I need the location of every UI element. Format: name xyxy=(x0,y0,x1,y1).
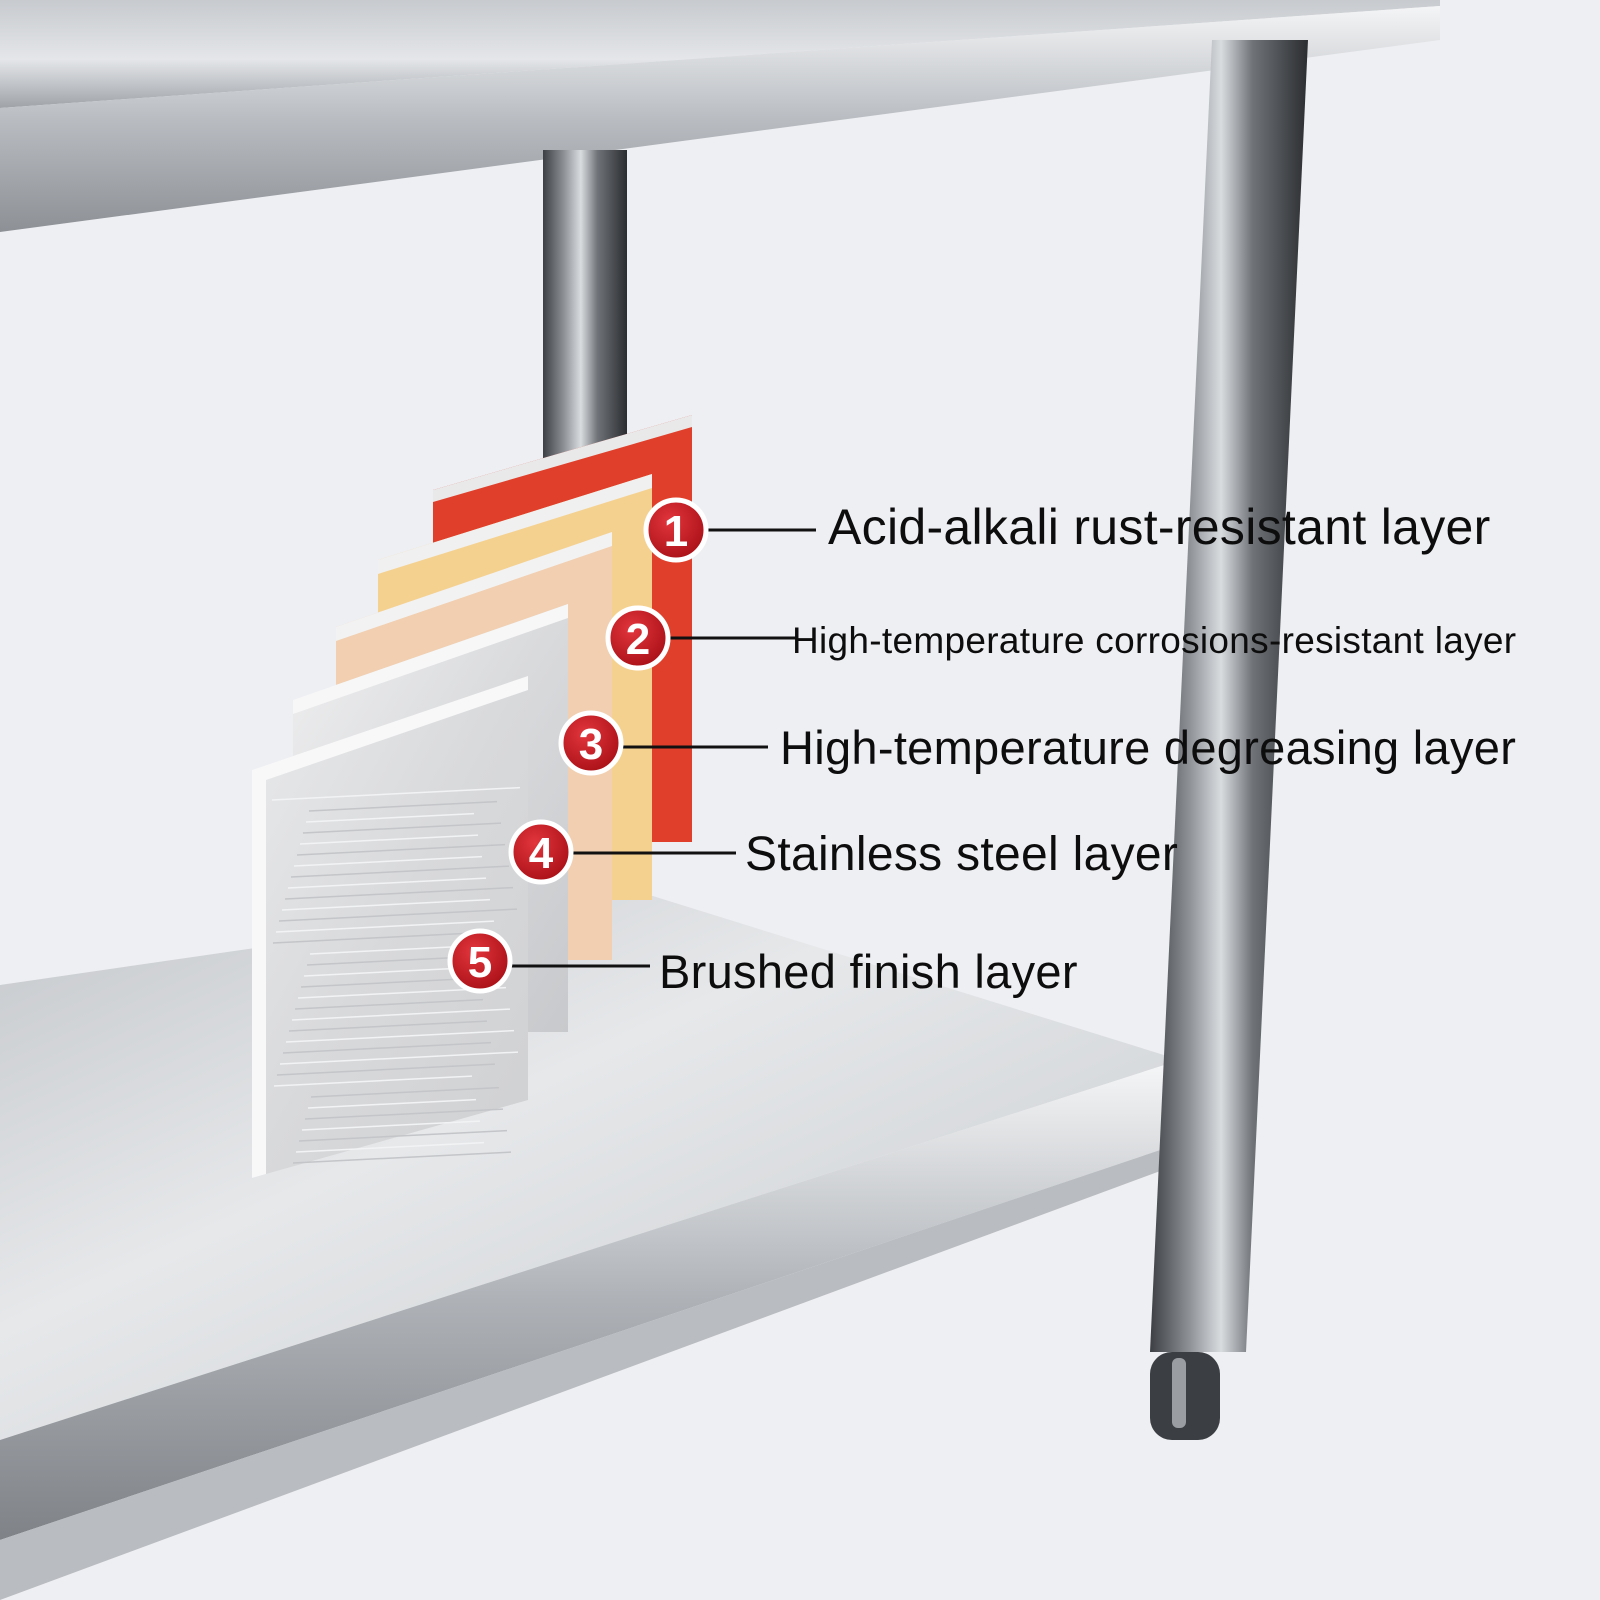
brush-line xyxy=(275,920,495,933)
brush-line xyxy=(308,800,498,812)
badge-1: 1 xyxy=(643,497,709,563)
badges: 1 2 3 4 5 xyxy=(447,497,709,994)
brush-line xyxy=(293,855,483,867)
brush-line xyxy=(279,1051,519,1065)
top-shelf xyxy=(0,0,1440,108)
layer-4-edge xyxy=(293,604,568,714)
brush-line xyxy=(291,1008,511,1021)
callout-label-2: High-temperature corrosions-resistant la… xyxy=(792,620,1517,661)
brush-line xyxy=(276,1063,496,1076)
layer-stack xyxy=(252,415,692,1178)
brush-line xyxy=(299,834,479,845)
brush-line xyxy=(300,977,480,988)
brush-line xyxy=(284,886,514,900)
bottom-shelf-lip xyxy=(0,1060,1190,1540)
brush-line xyxy=(292,1151,512,1164)
top-shelf-edge xyxy=(0,6,1440,232)
front-leg xyxy=(1150,40,1308,1352)
badge-3-number: 3 xyxy=(579,720,603,769)
badge-2: 2 xyxy=(605,605,671,671)
layer-2-edge xyxy=(378,474,652,574)
callout-label-3: High-temperature degreasing layer xyxy=(780,721,1517,774)
brush-line xyxy=(294,998,484,1010)
badge-4-number: 4 xyxy=(529,829,554,878)
brush-line xyxy=(278,908,518,922)
badge-5: 5 xyxy=(447,928,513,994)
layer-3-edge xyxy=(336,532,612,641)
callout-label-5: Brushed finish layer xyxy=(659,945,1078,998)
brush-line xyxy=(290,865,510,878)
brush-line xyxy=(273,1075,473,1087)
layer-1-edge xyxy=(433,415,692,502)
front-leg-foot-highlight xyxy=(1172,1358,1186,1428)
brush-line xyxy=(304,1108,504,1120)
brush-line xyxy=(298,1129,508,1142)
brush-line xyxy=(282,1041,492,1054)
brush-line xyxy=(285,1029,515,1043)
brush-line xyxy=(296,843,506,856)
brush-line xyxy=(287,877,487,889)
brush-line xyxy=(302,822,502,834)
brush-line xyxy=(306,955,476,966)
brush-line xyxy=(281,898,491,911)
badge-1-number: 1 xyxy=(664,507,688,556)
brush-line xyxy=(310,1086,500,1098)
brush-line xyxy=(305,812,475,823)
badge-3: 3 xyxy=(558,710,624,776)
brush-line xyxy=(295,1141,485,1153)
brush-line xyxy=(301,1120,481,1131)
leader-lines xyxy=(510,528,816,968)
callout-label-4: Stainless steel layer xyxy=(745,828,1179,881)
bottom-shelf-underside xyxy=(0,1140,1190,1600)
brushed-texture xyxy=(271,786,521,1164)
brush-line xyxy=(307,1098,477,1109)
brush-line xyxy=(271,786,521,801)
badge-4: 4 xyxy=(508,819,574,885)
callout-label-1: Acid-alkali rust-resistant layer xyxy=(828,499,1491,555)
badge-2-number: 2 xyxy=(626,615,650,664)
brush-line xyxy=(272,932,472,944)
brush-line xyxy=(288,1020,488,1032)
badge-5-number: 5 xyxy=(468,938,492,987)
